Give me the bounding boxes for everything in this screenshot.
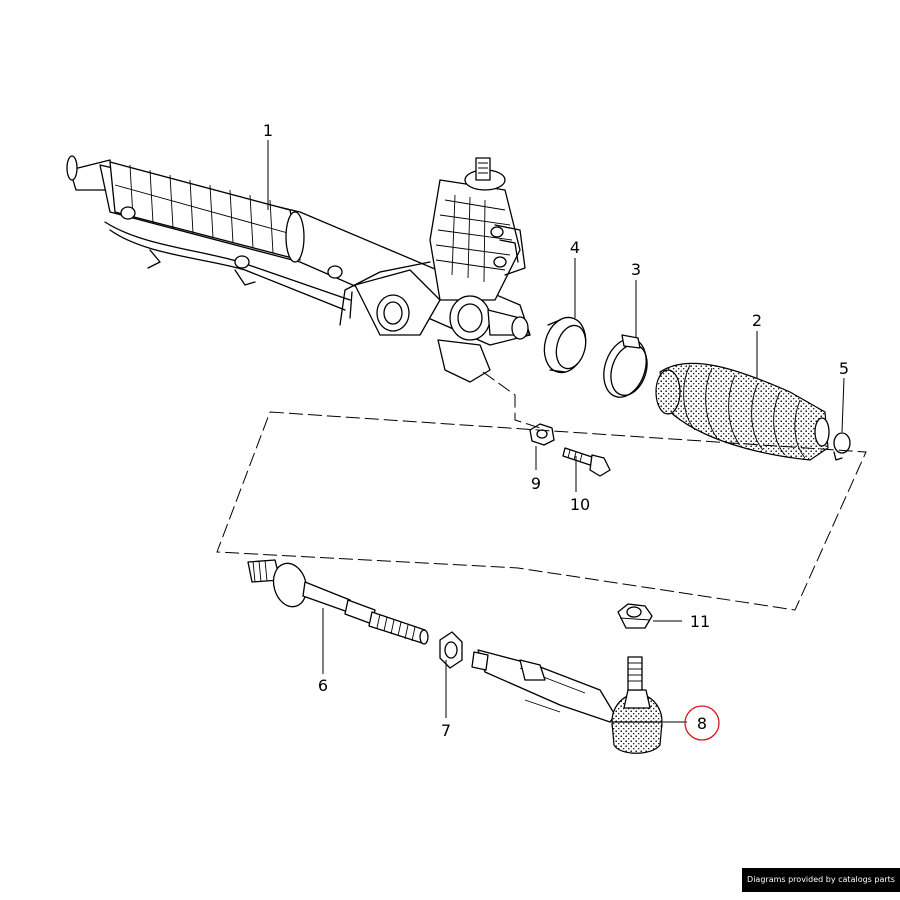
part-label-7[interactable]: 7 (441, 721, 451, 740)
part-label-10[interactable]: 10 (570, 495, 590, 514)
part-label-5[interactable]: 5 (839, 359, 849, 378)
part-label-4[interactable]: 4 (570, 238, 580, 257)
clip-part-5[interactable] (833, 432, 851, 461)
part-label-11[interactable]: 11 (690, 612, 710, 631)
part-label-6[interactable]: 6 (318, 676, 328, 695)
part-labels: 1 2 3 4 5 6 7 8 9 10 11 (263, 121, 849, 741)
credit-banner: Diagrams provided by catalogs parts (742, 868, 900, 892)
ring-part-4[interactable] (538, 313, 591, 377)
bellows-boot-part-2[interactable] (655, 362, 830, 461)
part-label-9[interactable]: 9 (531, 474, 541, 493)
leader-lines (267, 140, 845, 723)
part-label-1[interactable]: 1 (263, 121, 273, 140)
clamp-part-3[interactable] (597, 333, 654, 402)
part-label-2[interactable]: 2 (752, 311, 762, 330)
part-label-3[interactable]: 3 (631, 260, 641, 279)
nut-part-9[interactable] (529, 423, 555, 446)
inner-tie-rod-part-6[interactable] (247, 559, 429, 645)
nut-part-11[interactable] (617, 603, 653, 629)
highlight-circle (684, 705, 720, 741)
assembly-outline (216, 371, 867, 611)
part-label-8[interactable]: 8 (697, 714, 707, 733)
outer-tie-rod-end-part-8[interactable] (471, 649, 663, 754)
jam-nut-part-7[interactable] (439, 631, 463, 669)
bolt-part-10[interactable] (562, 447, 611, 477)
steering-rack-housing[interactable] (66, 155, 531, 383)
